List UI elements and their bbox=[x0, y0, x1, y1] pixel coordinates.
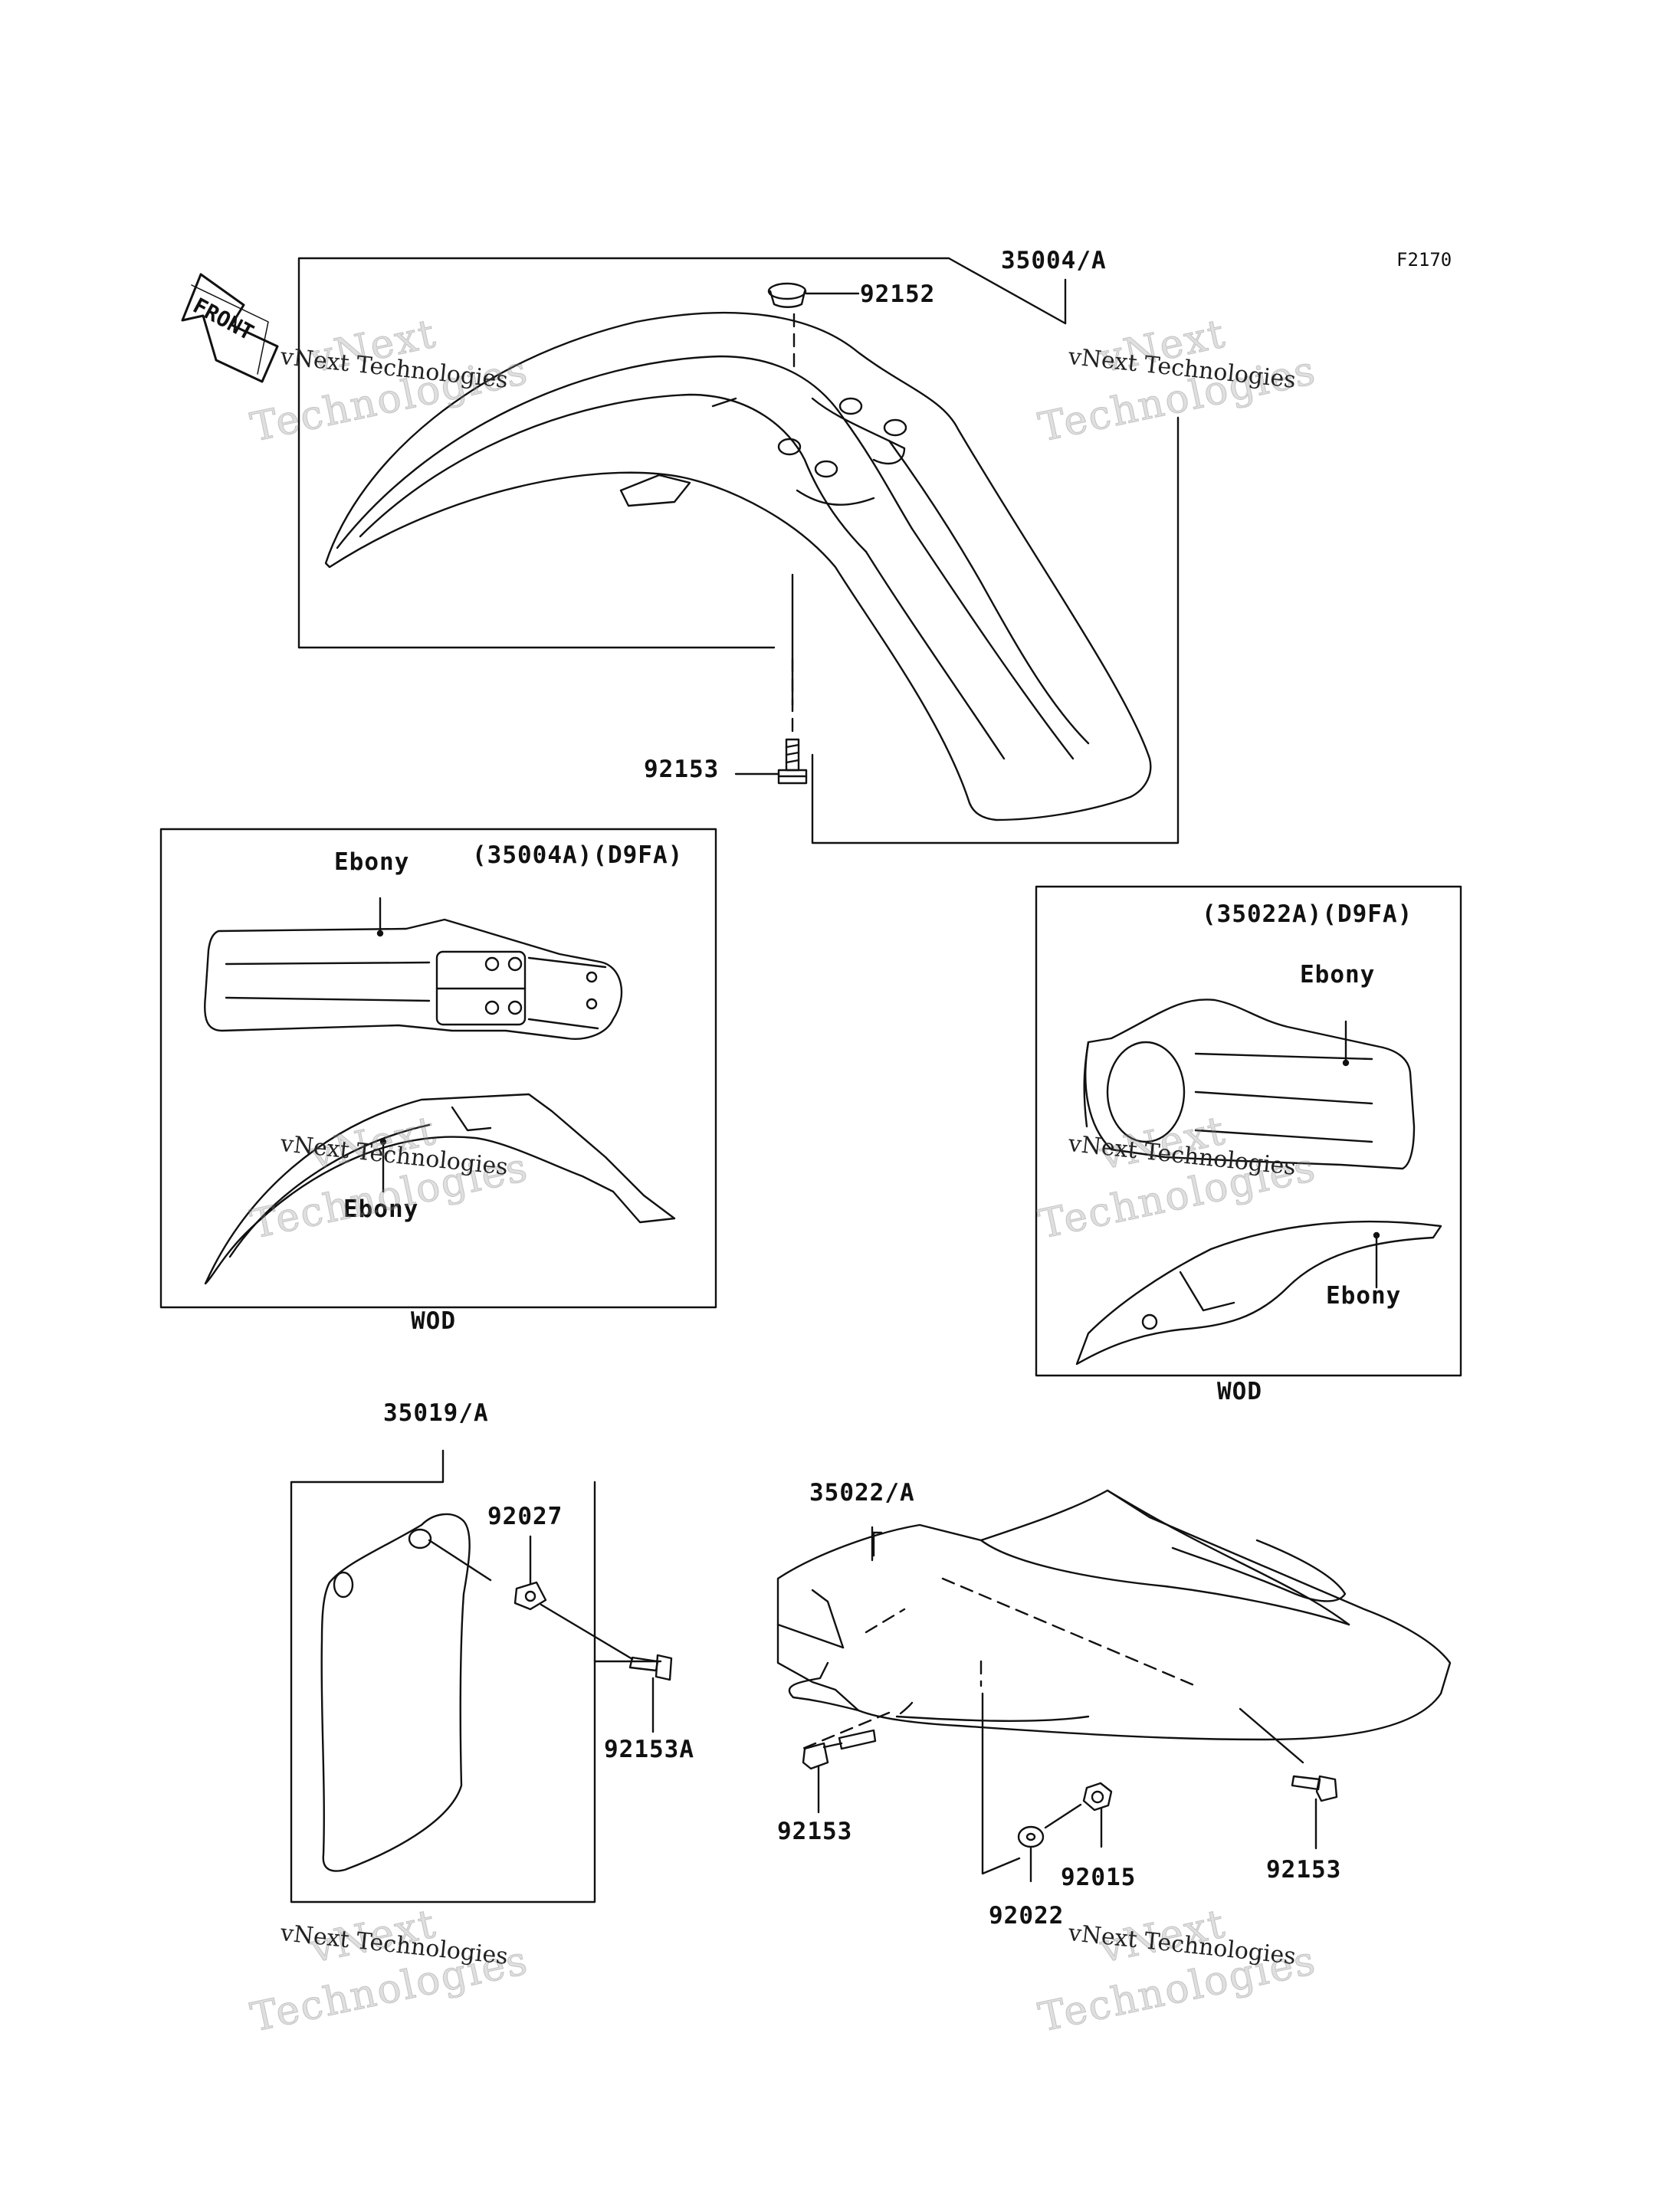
rear-fender-variant-top-view bbox=[1083, 998, 1416, 1170]
label-92022: 92022 bbox=[989, 1902, 1065, 1930]
washer-92027-icon bbox=[514, 1535, 634, 1661]
label-92153-rear-left: 92153 bbox=[777, 1818, 853, 1845]
label-ebony-rear-side: Ebony bbox=[1326, 1282, 1402, 1310]
label-35019-A: 35019/A bbox=[383, 1399, 489, 1427]
label-35004-A: 35004/A bbox=[1001, 247, 1107, 274]
label-ebony-front-side: Ebony bbox=[343, 1195, 419, 1223]
label-35004A-variant: (35004A)(D9FA) bbox=[472, 841, 684, 869]
bolt-92153A-icon bbox=[628, 1654, 673, 1733]
label-92153-rear-right: 92153 bbox=[1266, 1856, 1342, 1884]
front-fender-variant-box bbox=[159, 828, 717, 1309]
rear-fender-variant-side-view bbox=[1075, 1220, 1442, 1366]
label-ebony-front-top: Ebony bbox=[334, 848, 410, 876]
front-fender-variant-side-view bbox=[204, 1093, 676, 1285]
label-35022A-variant: (35022A)(D9FA) bbox=[1202, 900, 1413, 928]
label-92153A: 92153A bbox=[604, 1736, 694, 1763]
label-35022-A: 35022/A bbox=[809, 1479, 915, 1507]
front-fender-callout bbox=[297, 257, 1180, 844]
washer-92022-icon bbox=[981, 1692, 1045, 1883]
label-wod-rear: WOD bbox=[1217, 1378, 1262, 1405]
bolt-92153-front-icon bbox=[734, 657, 808, 785]
label-92153-front: 92153 bbox=[644, 756, 720, 783]
label-92015: 92015 bbox=[1061, 1864, 1137, 1891]
rear-fender-drawing bbox=[776, 1489, 1452, 1764]
label-92152: 92152 bbox=[860, 280, 936, 308]
flap-callout bbox=[290, 1449, 662, 1904]
label-ebony-rear-top: Ebony bbox=[1300, 961, 1376, 989]
figure-code: F2170 bbox=[1396, 249, 1452, 271]
bolt-92153-rear-right-icon bbox=[1291, 1775, 1338, 1850]
nut-92015-icon bbox=[1044, 1782, 1113, 1848]
front-fender-variant-top-view bbox=[204, 897, 623, 1040]
front-fender-drawing bbox=[324, 311, 1152, 821]
front-arrow-icon bbox=[181, 273, 279, 383]
flap-drawing bbox=[320, 1513, 492, 1872]
bolt-92153-rear-left-icon bbox=[802, 1729, 877, 1814]
label-wod-front: WOD bbox=[411, 1307, 456, 1335]
label-92027: 92027 bbox=[487, 1503, 563, 1530]
grommet-92152-icon bbox=[767, 282, 860, 707]
rear-fender-variant-box bbox=[1035, 885, 1462, 1377]
